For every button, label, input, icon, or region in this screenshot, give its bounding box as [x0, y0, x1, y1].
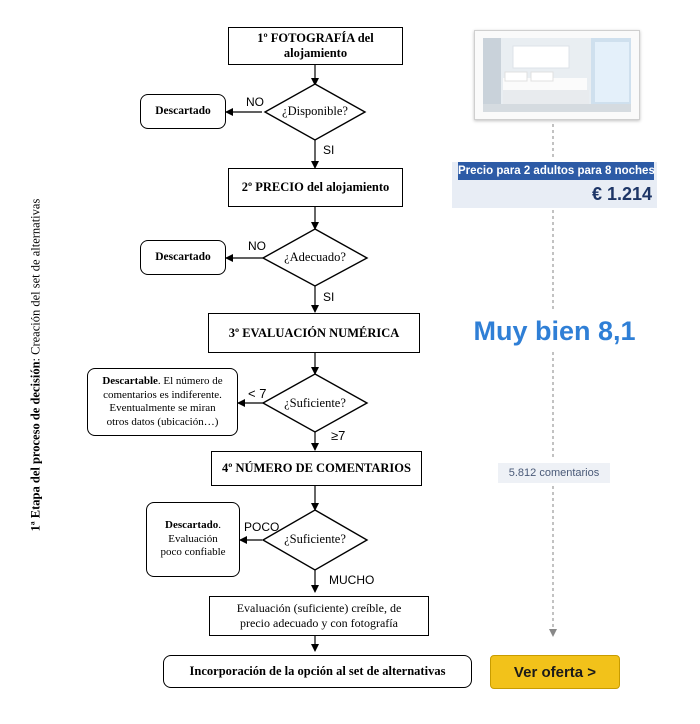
decision-diamond-1: [263, 83, 367, 141]
price-value: € 1.214: [591, 184, 652, 204]
score-label: Muy bien 8,1: [473, 316, 636, 346]
final-box: Incorporación de la opción al set de alt…: [163, 655, 472, 688]
discarded-unreliable-box: Descartado. Evaluación poco confiable: [146, 502, 240, 577]
discardable-box: Descartable. El número de comentarios es…: [87, 368, 238, 436]
view-offer-button[interactable]: Ver oferta >: [490, 655, 620, 689]
step-price-box: 2º PRECIO del alojamiento: [228, 168, 403, 207]
decision-available-label: ¿Disponible?: [282, 104, 348, 118]
stage-label: 1ª Etapa del proceso de decisión: Creaci…: [28, 198, 43, 532]
decision-diamond-2: [261, 228, 369, 287]
decision-sufficient-label-1: ¿Suficiente?: [284, 396, 346, 410]
step-reviews-box: 4º NÚMERO DE COMENTARIOS: [211, 451, 422, 486]
decision-diamond-3: [261, 373, 369, 433]
mucho-label: MUCHO: [329, 573, 375, 587]
hotel-room-photo-icon: [474, 30, 640, 120]
price-header: Precio para 2 adultos para 8 noches: [458, 162, 655, 180]
decision-adequate-label: ¿Adecuado?: [284, 250, 346, 264]
discarded-box-2: Descartado: [140, 240, 226, 275]
decision-diamond-4: [261, 509, 369, 571]
poco-label: POCO: [244, 520, 280, 534]
step-rating-box: 3º EVALUACIÓN NUMÉRICA: [208, 313, 420, 353]
decision-sufficient-label-2: ¿Suficiente?: [284, 532, 346, 546]
yes-label-2: SI: [323, 290, 335, 304]
no-label-2: NO: [248, 239, 266, 253]
discarded-box-1: Descartado: [140, 94, 226, 129]
reviews-count-badge: 5.812 comentarios: [498, 463, 610, 483]
yes-label-1: SI: [323, 143, 335, 157]
no-label-1: NO: [246, 95, 264, 109]
ge7-label: ≥7: [331, 428, 346, 443]
lt7-label: < 7: [248, 386, 267, 401]
